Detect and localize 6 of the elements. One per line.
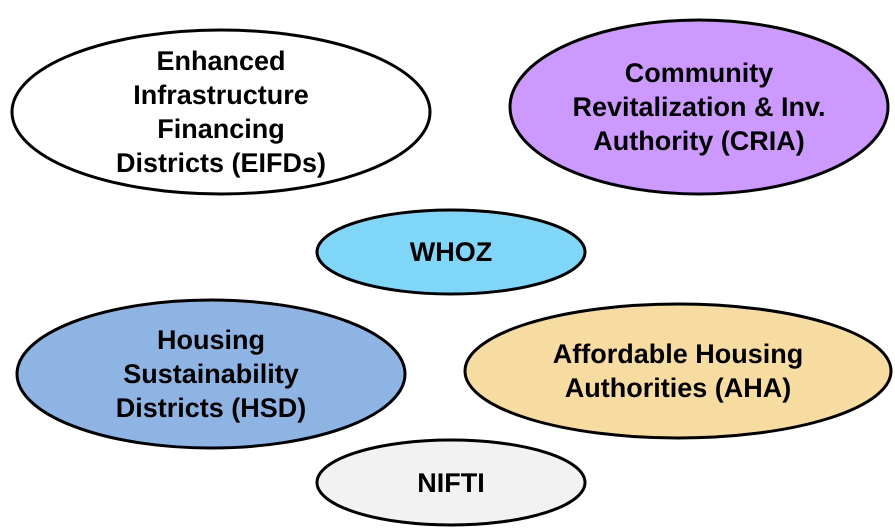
bubble-label: WHOZ [410, 236, 492, 269]
bubble-label: Community Revitalization & Inv. Authority (CRIA) [571, 57, 827, 158]
bubble-label: NIFTI [417, 466, 485, 500]
bubble-label: Housing Sustainability Districts (HSD) [114, 324, 308, 425]
bubble-label: Affordable Housing Authorities (AHA) [552, 338, 804, 405]
bubble-label: Enhanced Infrastructure Financing Districts (EIFDs) [114, 45, 328, 180]
